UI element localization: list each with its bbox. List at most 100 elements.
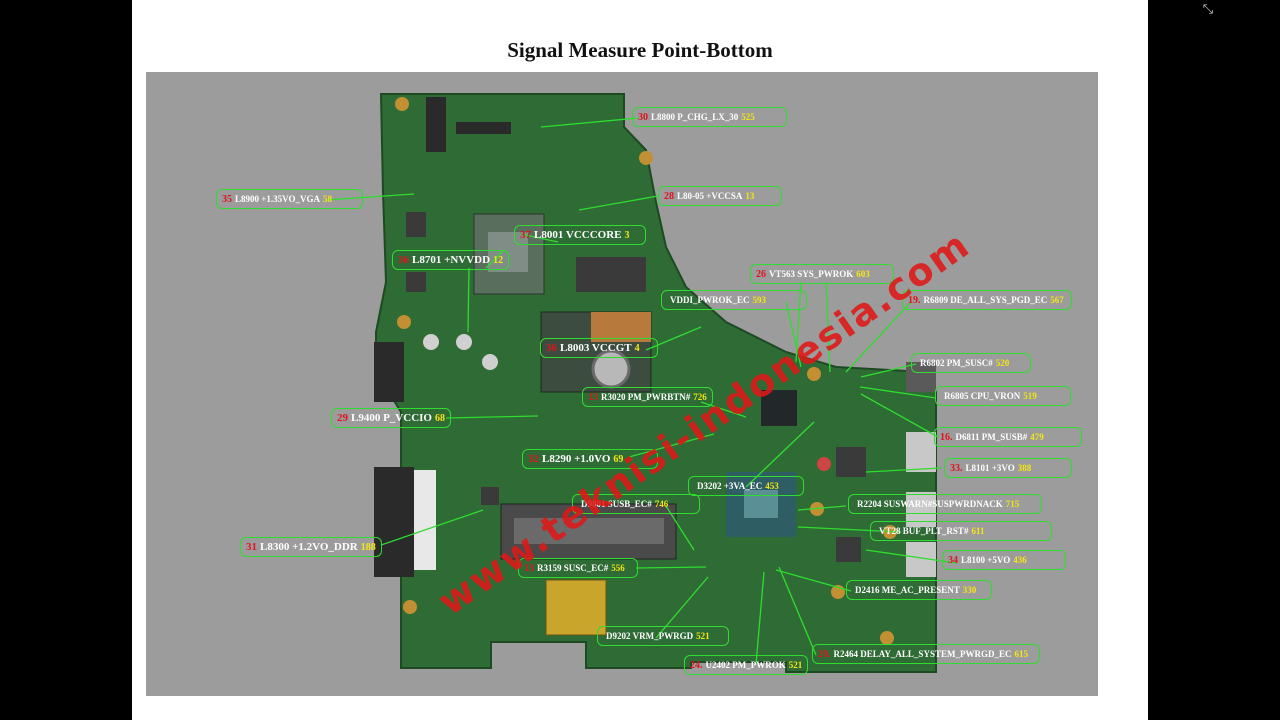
measure-point-signal: R6805 CPU_VRON — [944, 391, 1021, 401]
ssd-connector — [374, 467, 414, 577]
measure-point-signal: L8101 +3VO — [965, 463, 1015, 473]
measure-point-value: 746 — [654, 499, 669, 509]
cpu-copper — [591, 312, 651, 342]
measure-point-number: 34 — [948, 554, 958, 566]
measure-point-number: 32 — [528, 453, 539, 465]
measure-point-signal: D9202 VRM_PWRGD — [606, 631, 694, 641]
measure-point-signal: L8290 +1.0VO — [542, 453, 611, 465]
measure-point-signal: L8900 +1.35VO_VGA — [235, 194, 320, 204]
measure-point-number: 37 — [520, 229, 531, 241]
screw-hole-7 — [880, 631, 894, 645]
inductor-l8900 — [406, 212, 426, 237]
measure-point-label: VT28 BUF_PLT_RST#611 — [870, 521, 1052, 541]
inductor-l8701 — [406, 272, 426, 292]
measure-point-value: 436 — [1013, 555, 1027, 565]
measure-point-signal: L9400 P_VCCIO — [351, 412, 432, 424]
inductor-block — [576, 257, 646, 292]
measure-point-signal: R6802 PM_SUSC# — [920, 358, 993, 368]
measure-point-value: 525 — [741, 112, 755, 122]
measure-point-value: 69 — [613, 453, 624, 465]
measure-point-number: 33. — [950, 462, 963, 474]
collapse-fullscreen-icon[interactable]: ⤡ — [1202, 2, 1214, 17]
measure-point-value: 68 — [434, 412, 445, 424]
sata-connector — [374, 342, 404, 402]
measure-point-value: 3 — [624, 229, 630, 241]
measure-point-signal: R2464 DELAY_ALL_SYSTEM_PWRGD_EC — [833, 649, 1012, 659]
measure-point-signal: D9801 SUSB_EC# — [581, 499, 652, 509]
measure-point-signal: L8701 +NVVDD — [412, 254, 491, 266]
screw-hole-8 — [403, 600, 417, 614]
measure-point-value: 453 — [765, 481, 779, 491]
measure-point-signal: R6809 DE_ALL_SYS_PGD_EC — [923, 295, 1048, 305]
measure-point-signal: D2416 ME_AC_PRESENT — [855, 585, 960, 595]
measure-point-number: 16. — [940, 431, 953, 443]
measure-point-value: 615 — [1014, 649, 1028, 659]
measure-point-value: 521 — [696, 631, 710, 641]
capacitor-2 — [456, 334, 472, 350]
measure-point-value: 12 — [493, 254, 504, 266]
measure-point-value: 13 — [745, 191, 755, 201]
capacitor-3 — [482, 354, 498, 370]
measure-point-value: 726 — [693, 392, 707, 402]
measure-point-number: 24. — [690, 659, 703, 671]
measure-point-number: 20. — [818, 648, 831, 660]
measure-point-signal: L80-05 +VCCSA — [677, 191, 743, 201]
measure-point-signal: L8800 P_CHG_LX_30 — [651, 112, 739, 122]
m2-connector — [426, 97, 446, 152]
fan-connector — [456, 122, 511, 134]
card-slot — [545, 579, 607, 636]
capacitor-1 — [423, 334, 439, 350]
screw-hole-1 — [395, 97, 409, 111]
motherboard-photo — [146, 72, 1098, 696]
measure-point-number: 30 — [638, 111, 648, 123]
measure-point-signal: VT28 BUF_PLT_RST# — [879, 526, 969, 536]
measure-point-value: 479 — [1030, 432, 1044, 442]
pch-die — [744, 490, 778, 518]
measure-point-number: 31 — [246, 541, 257, 553]
measure-point-value: 188 — [360, 541, 376, 553]
measure-point-value: 520 — [995, 358, 1010, 368]
measure-point-value: 4 — [634, 342, 640, 354]
measure-point-signal: L8300 +1.2VO_DDR — [260, 541, 358, 553]
measure-point-value: 521 — [788, 660, 803, 670]
measure-point-number: 28 — [664, 190, 674, 202]
measure-point-signal: U2402 PM_PWROK — [705, 660, 786, 670]
measure-point-signal: VT563 SYS_PWROK — [769, 269, 854, 279]
power-port — [906, 432, 936, 472]
inductor-l8300 — [481, 487, 499, 505]
measure-point-number: 19. — [908, 294, 921, 306]
measure-point-signal: R2204 SUSWARN#SUSPWRDNACK — [857, 499, 1003, 509]
motherboard-image — [325, 93, 957, 673]
measure-point-value: 567 — [1050, 295, 1064, 305]
measure-point-value: 715 — [1005, 499, 1020, 509]
measure-point-value: 593 — [752, 295, 767, 305]
measure-point-value: 556 — [611, 563, 625, 573]
measure-point-value: 330 — [962, 585, 977, 595]
measure-point-number: 35 — [222, 193, 232, 205]
measure-point-value: 519 — [1023, 391, 1037, 401]
measure-point-number: 26 — [756, 268, 766, 280]
ssd-label — [414, 470, 436, 570]
measure-point-signal: L8100 +5VO — [961, 555, 1011, 565]
measure-point-number: 13 — [588, 391, 598, 403]
measure-point-number: 29 — [337, 412, 348, 424]
measure-point-signal: L8003 VCCGT — [560, 342, 632, 354]
measure-point-number: 36 — [546, 342, 557, 354]
